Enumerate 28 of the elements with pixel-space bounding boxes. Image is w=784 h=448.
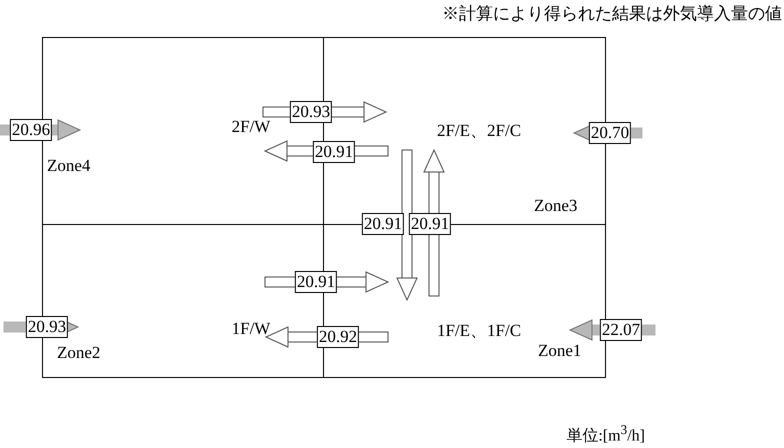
airflow-arrow bbox=[0, 120, 80, 140]
zone-label: Zone1 bbox=[538, 341, 582, 361]
edge-label: 20.93 bbox=[26, 316, 68, 338]
zone-label: Zone3 bbox=[534, 196, 578, 216]
edge-label: 20.91 bbox=[408, 213, 452, 235]
unit-text: 単位:[m$^{3}$/h] bbox=[566, 421, 645, 446]
airflow-arrow bbox=[396, 150, 418, 300]
airflow-arrow bbox=[264, 140, 388, 162]
zone-label: Zone4 bbox=[47, 156, 90, 176]
zone-name: 2F/E、2F/C bbox=[436, 121, 522, 141]
zone-label: Zone2 bbox=[57, 343, 100, 363]
edge-label: 20.96 bbox=[10, 119, 52, 141]
airflow-arrow bbox=[570, 320, 656, 340]
edge-label: 20.91 bbox=[294, 271, 338, 293]
edge-label: 20.92 bbox=[316, 326, 360, 348]
airflow-arrow bbox=[266, 326, 388, 348]
edge-label: 20.91 bbox=[362, 213, 404, 235]
edge-label: 20.70 bbox=[588, 122, 632, 144]
edge-label: 20.91 bbox=[312, 141, 356, 163]
airflow-arrow bbox=[264, 272, 388, 292]
zone-name: 1F/E、1F/C bbox=[436, 321, 522, 341]
airflow-arrow bbox=[424, 150, 444, 296]
airflow-arrow bbox=[262, 102, 386, 122]
note-text: ※計算により得られた結果は外気導入量の値 bbox=[442, 4, 782, 24]
zone-name: 1F/W bbox=[232, 319, 270, 339]
edge-label: 22.07 bbox=[600, 319, 642, 341]
zone-name: 2F/W bbox=[232, 117, 270, 137]
edge-label: 20.93 bbox=[290, 101, 332, 123]
